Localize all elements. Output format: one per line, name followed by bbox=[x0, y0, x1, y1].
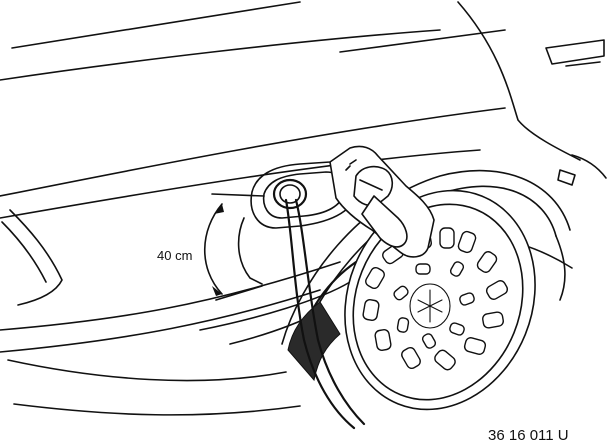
hub-center-ring bbox=[409, 283, 451, 329]
hub-slot bbox=[482, 311, 504, 329]
c-pillar-edge bbox=[457, 1, 581, 161]
hub-slot-inner bbox=[396, 317, 410, 333]
hub-slot bbox=[485, 280, 509, 300]
roof-line-lower bbox=[0, 29, 441, 81]
hose-right-edge bbox=[294, 198, 366, 426]
ground-line-left bbox=[13, 403, 301, 416]
roof-line-upper bbox=[11, 1, 301, 49]
door-window-edge bbox=[9, 209, 63, 306]
hub-slot bbox=[365, 266, 385, 290]
rocker-line bbox=[7, 359, 287, 382]
rear-marker bbox=[557, 169, 576, 186]
dimension-arrow-bottom bbox=[212, 286, 222, 296]
hub-slot-inner bbox=[449, 322, 465, 336]
wheel-arch-outer bbox=[281, 169, 571, 345]
dimension-arc bbox=[204, 203, 223, 295]
hub-slot bbox=[362, 299, 380, 321]
hub-slot bbox=[374, 329, 392, 351]
door-sill-lower bbox=[0, 289, 321, 353]
hub-slot-inner bbox=[415, 263, 431, 275]
fuel-cap-tether bbox=[361, 195, 408, 248]
flap-hinge-marks bbox=[345, 159, 357, 171]
hub-slot bbox=[401, 346, 421, 370]
sill-trim bbox=[199, 281, 351, 331]
hub-slot bbox=[457, 230, 477, 254]
shoulder-line bbox=[0, 107, 506, 197]
hubcap bbox=[362, 227, 509, 371]
fuel-filler bbox=[250, 145, 435, 258]
hub-slot bbox=[439, 227, 455, 249]
hose-left-edge bbox=[284, 198, 356, 430]
figure-code: 36 16 011 U bbox=[488, 427, 569, 444]
hub-slot-inner bbox=[393, 285, 409, 301]
door-window-inner bbox=[1, 221, 47, 283]
hub-slot-inner bbox=[459, 292, 475, 306]
hub-emblem bbox=[417, 289, 443, 323]
door-sill-crease bbox=[0, 261, 341, 331]
hub-slot-inner bbox=[421, 333, 437, 349]
arch-edge-rear bbox=[555, 235, 566, 301]
rear-bumper-curve bbox=[571, 154, 607, 179]
hub-slot bbox=[434, 349, 456, 371]
window-line bbox=[339, 29, 506, 53]
hub-slot bbox=[476, 251, 498, 273]
filler-neck bbox=[272, 178, 308, 210]
dimension-extension-top bbox=[211, 193, 265, 197]
dimension-marker: 40 cm bbox=[157, 193, 265, 301]
body-crease-upper bbox=[0, 149, 481, 219]
fuel-cap-grip bbox=[359, 179, 383, 191]
dimension-label: 40 cm bbox=[157, 248, 192, 263]
car-body-lines bbox=[0, 1, 607, 219]
filler-neck-inner bbox=[279, 184, 301, 204]
dimension-arrow-top bbox=[214, 204, 224, 214]
tire bbox=[287, 189, 536, 411]
tail-light-upper bbox=[545, 39, 605, 65]
tail-light-line bbox=[565, 61, 601, 67]
door-panel bbox=[0, 209, 351, 416]
rim-outline bbox=[352, 203, 524, 401]
hose-guide-line bbox=[237, 217, 263, 285]
hub-slot bbox=[463, 337, 487, 355]
filler-hose bbox=[284, 198, 366, 430]
dimension-extension-bottom bbox=[215, 285, 263, 301]
hub-slot-inner bbox=[449, 261, 465, 277]
